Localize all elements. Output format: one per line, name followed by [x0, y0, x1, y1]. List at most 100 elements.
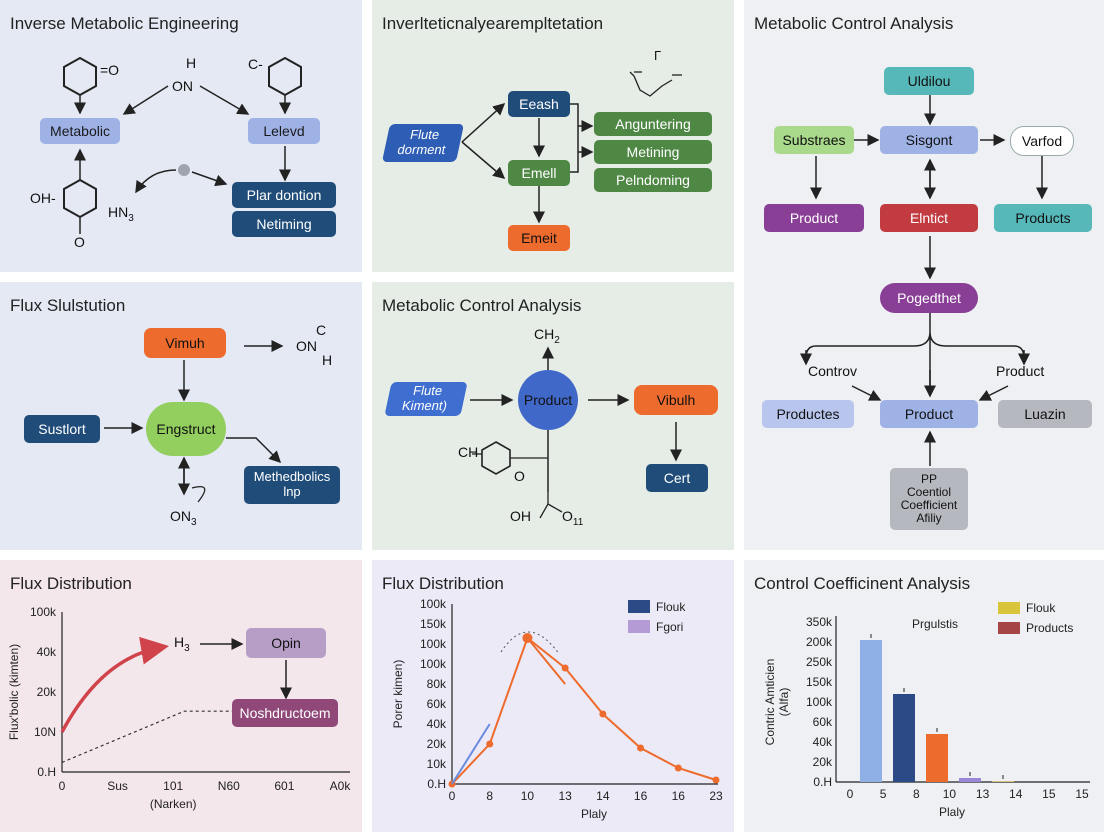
node-elntict[interactable]: Elntict	[880, 204, 978, 232]
y-tick-label: 100k	[420, 637, 447, 651]
node-vimuh[interactable]: Vimuh	[144, 328, 226, 358]
panel-title: Flux Distribution	[382, 574, 504, 593]
node-product[interactable]: Product	[764, 204, 864, 232]
node-emell[interactable]: Emell	[508, 160, 570, 186]
node-sustlort[interactable]: Sustlort	[24, 415, 100, 443]
node-pogedthet[interactable]: Pogedthet	[880, 283, 978, 313]
x-tick-label: 13	[976, 787, 990, 801]
chem-label: =O	[100, 62, 120, 78]
chem-subscript: 2	[554, 334, 560, 346]
pathway-arrows	[104, 340, 284, 503]
y-axis-label: (Alfa)	[777, 688, 791, 717]
x-tick-label: 8	[486, 789, 493, 803]
x-tick-label: Sus	[107, 779, 128, 793]
node-flute-dorment[interactable]: Flute dorment	[381, 124, 465, 162]
node-lelevd[interactable]: Lelevd	[248, 118, 320, 144]
chem-symbol: O	[562, 508, 573, 524]
y-tick-label: 60k	[427, 697, 447, 711]
chem-label: OH-	[30, 190, 56, 206]
panel-inverse-metabolic: Inverse Metabolic Engineering =O H ON C-…	[0, 0, 362, 272]
legend-swatch-products	[998, 622, 1020, 634]
panel-control-coefficient: Control Coefficinent Analysis Prgulstis …	[744, 560, 1104, 832]
node-vibulh[interactable]: Vibulh	[634, 385, 718, 415]
node-products[interactable]: Products	[994, 204, 1092, 232]
x-tick-label: 14	[1009, 787, 1023, 801]
panel-flux-slulstution: Flux Slulstution C ON H ON3 Vimuh Sustlo…	[0, 282, 362, 550]
node-productes[interactable]: Productes	[762, 400, 854, 428]
node-pelndoming[interactable]: Pelndoming	[594, 168, 712, 192]
y-tick-label: 20k	[427, 737, 447, 751]
node-line: Flute	[411, 383, 444, 399]
pathway-arrows	[461, 71, 682, 224]
data-point	[674, 764, 682, 772]
chem-subscript: 3	[191, 516, 197, 528]
chem-subscript: 3	[184, 642, 190, 654]
node-flute-kiment[interactable]: Flute Kiment)	[384, 382, 468, 416]
x-tick-label: N60	[218, 779, 240, 793]
x-tick-label: 5	[880, 787, 887, 801]
node-line: Flute	[408, 127, 441, 143]
chem-symbol: ON	[170, 508, 191, 524]
y-tick-label: 20k	[813, 755, 833, 769]
chem-symbol: CH	[534, 326, 555, 342]
node-opin[interactable]: Opin	[246, 628, 326, 658]
node-product-center[interactable]: Product	[880, 400, 978, 428]
node-luazin[interactable]: Luazin	[998, 400, 1092, 428]
chem-label: ON3	[170, 508, 197, 528]
node-substraes[interactable]: Substraes	[774, 126, 854, 154]
series-line-red	[60, 636, 169, 733]
x-tick-label: 0	[847, 787, 854, 801]
y-tick-label: 100k	[806, 695, 833, 709]
bar	[926, 734, 948, 782]
chem-label: O11	[562, 508, 583, 528]
node-metheds-lnp[interactable]: Methedbolics lnp	[244, 466, 340, 504]
node-cert[interactable]: Cert	[646, 464, 708, 492]
node-anguntering[interactable]: Anguntering	[594, 112, 712, 136]
node-product-circle[interactable]: Product	[518, 370, 578, 430]
x-tick-label: 16	[672, 789, 686, 803]
node-line: dorment	[396, 142, 448, 157]
node-eeash[interactable]: Eeash	[508, 91, 570, 117]
x-tick-label: 23	[709, 789, 723, 803]
node-coefficient-afiliy[interactable]: PP Coentiol Coefficient Afiliy	[890, 468, 968, 530]
x-tick-label: 16	[634, 789, 648, 803]
y-tick-label: 20k	[37, 685, 57, 699]
x-tick-label: 8	[913, 787, 920, 801]
y-tick-label: 40k	[427, 717, 447, 731]
y-axis-label: Flux'bolic (kimten)	[7, 644, 21, 740]
x-axis-label: Plaly	[939, 805, 965, 819]
chem-label: H	[322, 352, 333, 368]
coefficient-bar-chart: Prgulstis Flouk Products 350k200k250k150…	[763, 601, 1090, 819]
panel-title: Flux Distribution	[10, 574, 132, 593]
legend-swatch-fgori	[628, 620, 650, 633]
node-varfod[interactable]: Varfod	[1010, 126, 1074, 156]
node-noshdructoem[interactable]: Noshdructoem	[232, 699, 338, 727]
node-sisgont[interactable]: Sisgont	[880, 126, 978, 154]
panel-title: Metabolic Control Analysis	[382, 296, 582, 315]
node-engstruct[interactable]: Engstruct	[146, 402, 226, 456]
node-emeit[interactable]: Emeit	[508, 225, 570, 251]
data-point	[712, 776, 720, 784]
y-tick-label: 0.H	[427, 777, 446, 791]
legend-label-flouk: Flouk	[1026, 601, 1056, 615]
panel-title: Flux Slulstution	[10, 296, 126, 315]
panel-title: Inverlteticnalyearempltetation	[382, 14, 604, 33]
data-point	[486, 740, 494, 748]
chart-subtitle: Prgulstis	[912, 617, 958, 631]
legend-label-fgori: Fgori	[656, 620, 683, 634]
y-tick-label: 60k	[813, 715, 833, 729]
y-tick-label: 0.H	[37, 765, 56, 779]
node-metining[interactable]: Metining	[594, 140, 712, 164]
x-tick-label: 10	[943, 787, 957, 801]
node-uldilou[interactable]: Uldilou	[884, 67, 974, 95]
node-plar-dontion[interactable]: Plar dontion	[232, 182, 336, 208]
chem-label: H	[186, 55, 197, 71]
node-netiming[interactable]: Netiming	[232, 211, 336, 237]
series-line-fgori-upper	[526, 637, 566, 685]
chem-subscript: 11	[572, 516, 584, 528]
chem-subscript: 3	[128, 212, 134, 224]
node-metabolic[interactable]: Metabolic	[40, 118, 120, 144]
y-tick-label: 100k	[420, 597, 447, 611]
